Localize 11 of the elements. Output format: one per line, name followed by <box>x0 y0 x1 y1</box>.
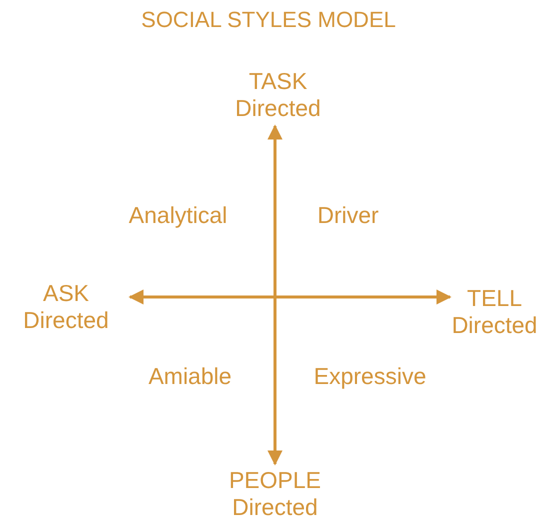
quadrant-label: Expressive <box>314 362 426 390</box>
quadrant-label: Driver <box>317 201 379 229</box>
axis-label: TELL Directed <box>452 285 537 339</box>
axis-label: TASK Directed <box>234 68 322 122</box>
quadrant-label: Amiable <box>148 362 232 390</box>
axis-arrow <box>268 124 282 466</box>
axis-label: PEOPLE Directed <box>228 467 322 521</box>
diagram-title: SOCIAL STYLES MODEL <box>140 6 397 34</box>
quadrant-label: Analytical <box>128 201 228 229</box>
axis-label: ASK Directed <box>22 280 110 334</box>
axis-arrow <box>128 290 452 304</box>
